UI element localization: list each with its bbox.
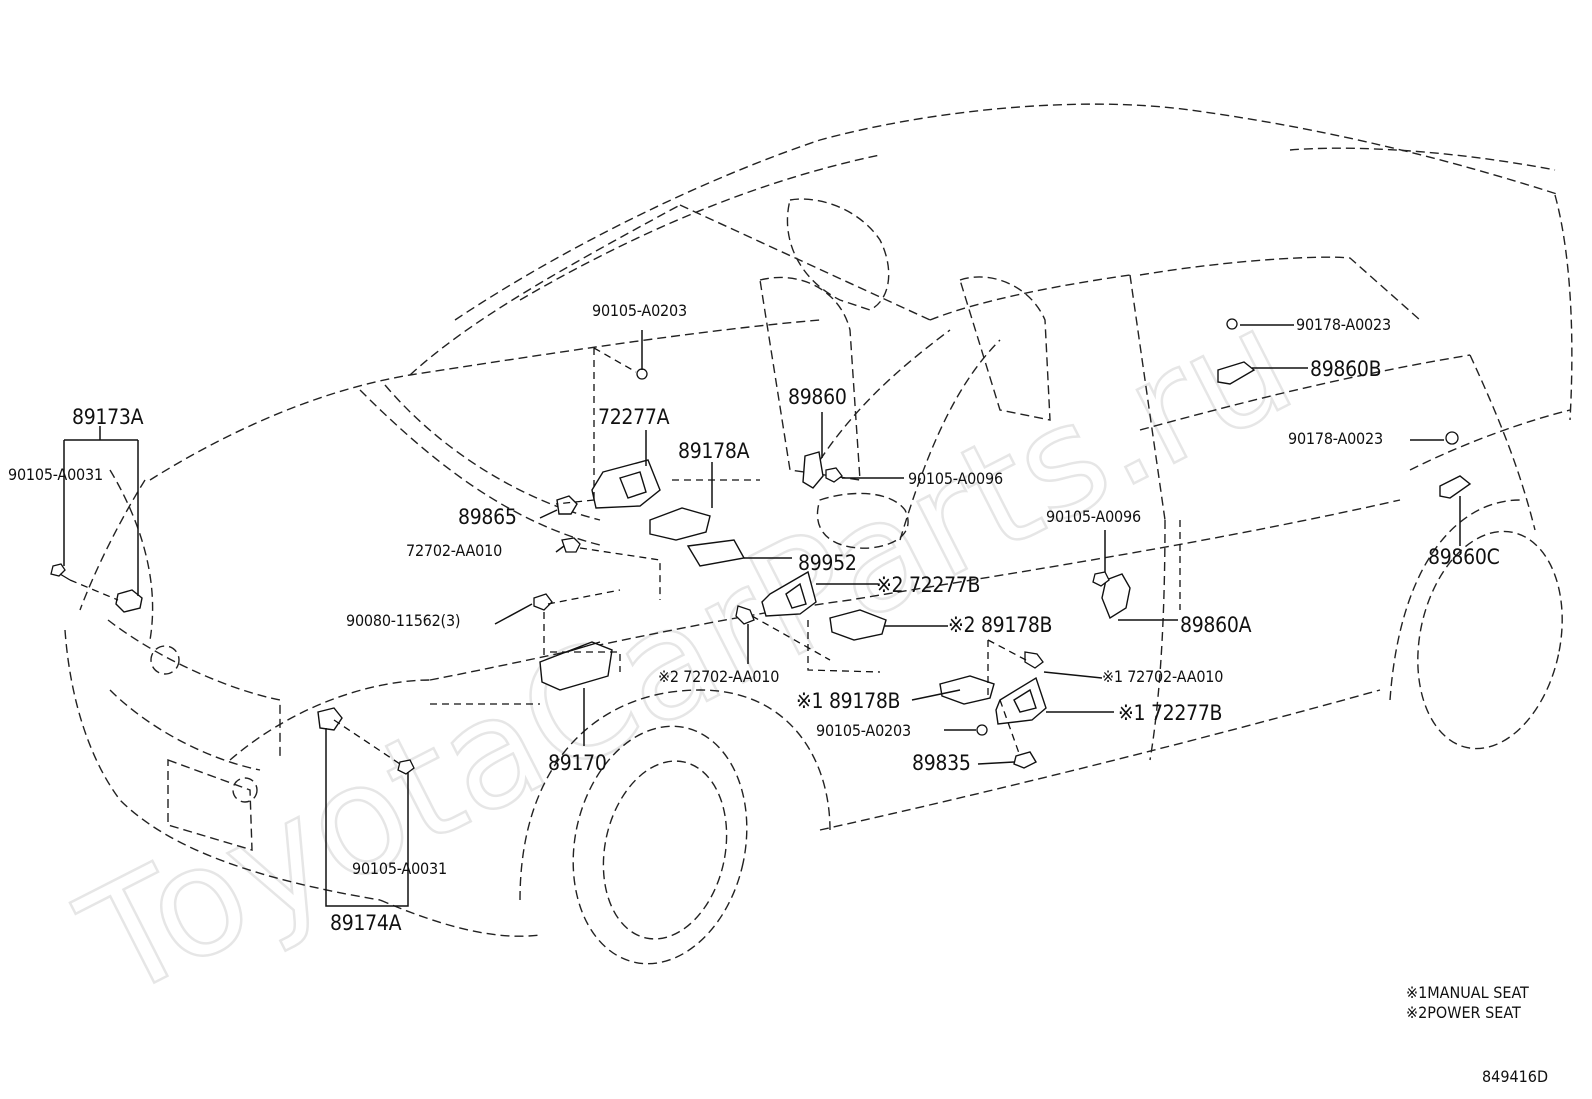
label-72702-AA010-power: ※2 72702-AA010 (658, 667, 779, 686)
sensor-89173A (115, 589, 143, 613)
car-outline (64, 103, 1573, 965)
note-mark-2: ※2 (1406, 1003, 1427, 1022)
sensor-89860B (1217, 361, 1256, 385)
diagram-id: 849416D (1482, 1067, 1548, 1086)
label-89860A: 89860A (1180, 613, 1252, 637)
label-90105-A0203-top: 90105-A0203 (592, 301, 687, 320)
sensor-89860A (1101, 573, 1131, 620)
label-72277B-manual: ※1 72277B (1118, 701, 1222, 725)
bolt-90105-A0096-right (1092, 571, 1110, 587)
label-90105-A0096-right: 90105-A0096 (1046, 507, 1141, 526)
label-90105-A0096-top: 90105-A0096 (908, 469, 1003, 488)
sensor-89174A (317, 707, 343, 731)
bracket-72277A (591, 459, 661, 509)
note-text-1: MANUAL SEAT (1427, 983, 1529, 1002)
note-manual-seat: ※1MANUAL SEAT (1406, 983, 1529, 1002)
bolt-72702-AA010-left (561, 537, 581, 553)
parts (50, 318, 1472, 775)
bracket-72277B-manual (995, 676, 1047, 725)
bolt-90080-11562 (533, 593, 553, 611)
label-72702-AA010-manual: ※1 72702-AA010 (1102, 667, 1223, 686)
sensor-89865 (556, 495, 578, 515)
bolt-90105-A0031-bottom (397, 759, 415, 775)
bolt-90105-A0203-bottom (976, 724, 988, 736)
callout-labels: 89173A 90105-A0031 90105-A0203 72277A 89… (8, 301, 1500, 935)
label-90105-A0031-left: 90105-A0031 (8, 465, 103, 484)
sensor-89860 (802, 451, 824, 489)
sensor-89178B-manual (939, 675, 995, 705)
label-90178-A0023-top: 90178-A0023 (1296, 315, 1391, 334)
label-89170: 89170 (548, 751, 607, 775)
label-89178A: 89178A (678, 439, 750, 463)
sensor-89860C (1439, 475, 1472, 499)
label-90105-A0203-bottom: 90105-A0203 (816, 721, 911, 740)
bolt-90105-A0203-top (636, 368, 648, 380)
label-89835: 89835 (912, 751, 971, 775)
label-90105-A0031-bottom: 90105-A0031 (352, 859, 447, 878)
label-89952: 89952 (798, 551, 857, 575)
sensor-89178A (649, 507, 711, 541)
label-89178B-manual: ※1 89178B (796, 689, 900, 713)
label-72277B-power: ※2 72277B (876, 573, 980, 597)
bracket-72277B-power (761, 570, 817, 617)
label-90080-11562: 90080-11562(3) (346, 611, 460, 630)
bolt-90178-A0023-top (1226, 318, 1238, 330)
label-72277A: 72277A (598, 405, 670, 429)
label-89178B-power: ※2 89178B (948, 613, 1052, 637)
note-text-2: POWER SEAT (1427, 1003, 1521, 1022)
note-power-seat: ※2POWER SEAT (1406, 1003, 1521, 1022)
label-89860: 89860 (788, 385, 847, 409)
leader-lines (63, 324, 1461, 907)
bolt-90105-A0096-top (825, 467, 843, 483)
sensor-89835 (1013, 751, 1037, 769)
bolt-72702-AA010-manual (1024, 651, 1044, 669)
legend-notes: ※1MANUAL SEAT ※2POWER SEAT (1406, 983, 1529, 1022)
watermark: ToyotaCarParts.ru (56, 275, 1318, 1033)
label-89174A: 89174A (330, 911, 402, 935)
label-89860C: 89860C (1428, 545, 1500, 569)
note-mark-1: ※1 (1406, 983, 1427, 1002)
bolt-90105-A0031-left (50, 563, 71, 581)
sensor-89178B-power (829, 609, 887, 641)
label-89173A: 89173A (72, 405, 144, 429)
airbag-ecu-89170 (539, 641, 613, 691)
bolt-90178-A0023-right (1445, 431, 1459, 445)
bolt-72702-AA010-power (735, 605, 755, 625)
label-89865: 89865 (458, 505, 517, 529)
label-90178-A0023-right: 90178-A0023 (1288, 429, 1383, 448)
label-72702-AA010-left: 72702-AA010 (406, 541, 502, 560)
label-89860B: 89860B (1310, 357, 1381, 381)
